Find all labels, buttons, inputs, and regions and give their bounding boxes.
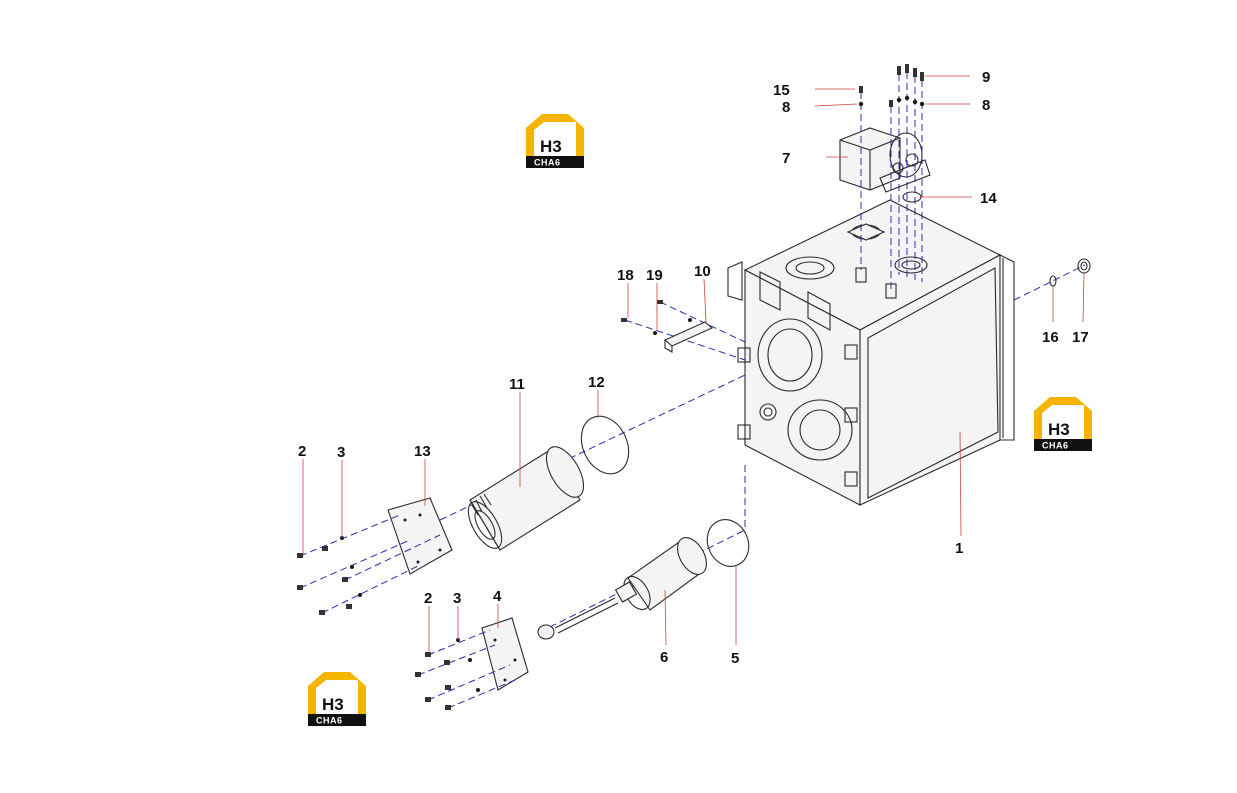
- filter-cover-plate: [387, 497, 453, 575]
- valve-mount-plate: [846, 223, 886, 241]
- label-2: 2: [424, 590, 432, 607]
- filter-element: [467, 446, 585, 551]
- label-17: 17: [1072, 329, 1089, 346]
- brand-logo: H3 CHA6: [308, 672, 366, 726]
- part-labels: 1 2 3 2 3 4 5 6 7 8 8 9 10 11 12 13 14 1…: [298, 69, 1089, 667]
- suction-o-ring: [706, 519, 750, 567]
- label-18: 18: [617, 267, 634, 284]
- logo-letters: H3: [540, 137, 562, 156]
- brand-logo: H3 CHA6: [526, 114, 584, 168]
- bolts: [858, 64, 925, 290]
- o-ring: [902, 191, 922, 203]
- label-8: 8: [782, 99, 790, 116]
- label-6: 6: [660, 649, 668, 666]
- logo-letters: H3: [322, 695, 344, 714]
- label-14: 14: [980, 190, 997, 207]
- cover-bolts: [297, 514, 441, 615]
- label-3: 3: [337, 444, 345, 461]
- filter-o-ring: [580, 415, 630, 475]
- suction-cover-plate: [481, 617, 529, 691]
- label-2: 2: [298, 443, 306, 460]
- drain-plug: [1013, 258, 1091, 301]
- label-19: 19: [646, 267, 663, 284]
- label-11: 11: [509, 376, 525, 393]
- label-4: 4: [493, 588, 502, 605]
- valve-block: [839, 127, 931, 193]
- leader-lines: [302, 75, 1085, 653]
- logo-subtitle: CHA6: [1042, 441, 1069, 451]
- label-10: 10: [694, 263, 711, 280]
- suction-cover-bolts: [415, 629, 516, 710]
- label-15: 15: [773, 82, 790, 99]
- label-16: 16: [1042, 329, 1059, 346]
- logo-subtitle: CHA6: [534, 158, 561, 168]
- label-7: 7: [782, 150, 790, 167]
- label-13: 13: [414, 443, 431, 460]
- filter-bracket: [621, 300, 746, 361]
- suction-filter: [537, 537, 707, 640]
- label-12: 12: [588, 374, 605, 391]
- brand-logo: H3 CHA6: [1034, 397, 1092, 451]
- hydraulic-tank: [727, 199, 1015, 506]
- logo-subtitle: CHA6: [316, 716, 343, 726]
- label-3: 3: [453, 590, 461, 607]
- logo-letters: H3: [1048, 420, 1070, 439]
- label-9: 9: [982, 69, 990, 86]
- label-1: 1: [955, 540, 963, 557]
- label-5: 5: [731, 650, 739, 667]
- label-8: 8: [982, 97, 990, 114]
